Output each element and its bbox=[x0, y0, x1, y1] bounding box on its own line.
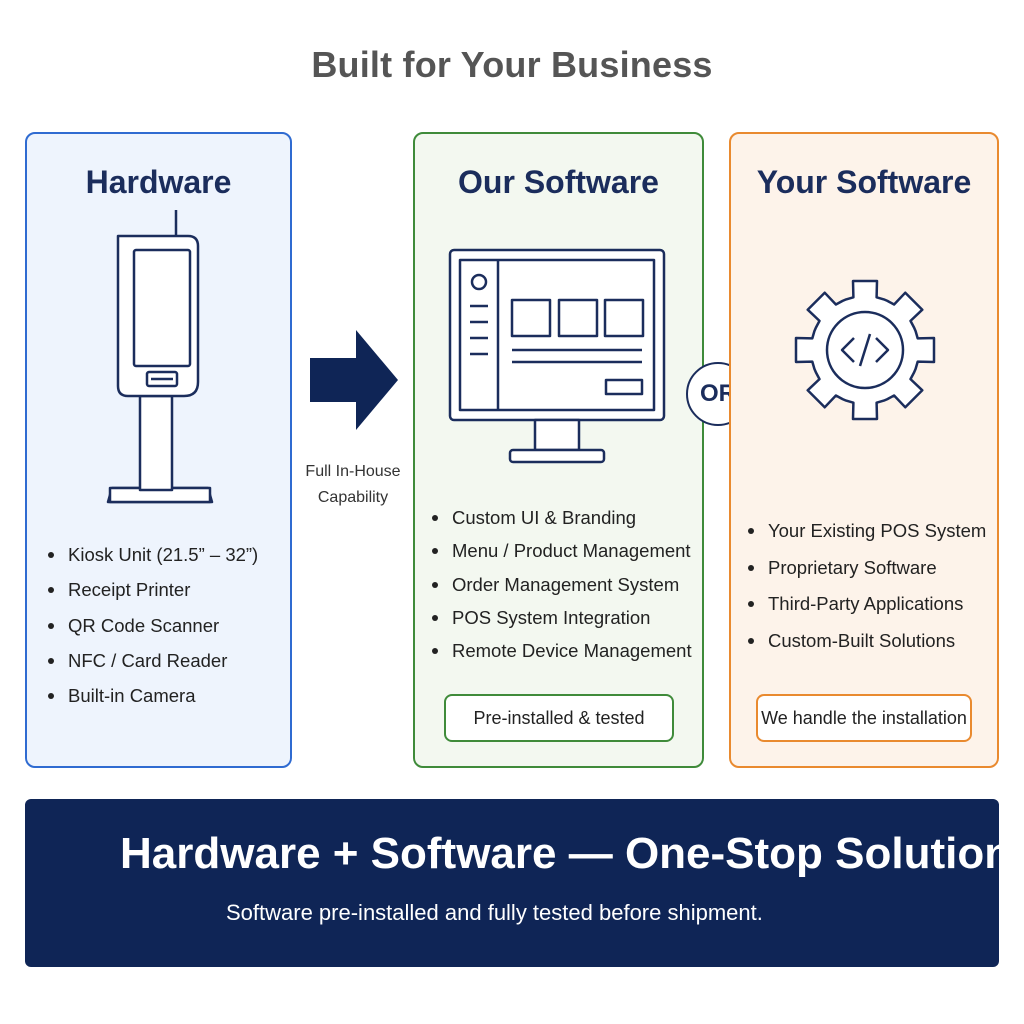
your-software-feature-list: Your Existing POS System Proprietary Sof… bbox=[746, 520, 986, 667]
banner-title: Hardware + Software — One-Stop Solution bbox=[120, 829, 1012, 878]
list-item: Kiosk Unit (21.5” – 32”) bbox=[46, 544, 258, 579]
bullet-icon bbox=[432, 548, 438, 555]
bullet-icon bbox=[432, 648, 438, 655]
list-item: POS System Integration bbox=[430, 607, 692, 640]
bullet-icon bbox=[48, 622, 54, 629]
list-item-label: Menu / Product Management bbox=[452, 540, 691, 562]
list-item: Custom UI & Branding bbox=[430, 507, 692, 540]
banner-subtitle: Software pre-installed and fully tested … bbox=[226, 900, 763, 925]
arrow-caption-line-1: Full In-House bbox=[305, 463, 401, 480]
bullet-icon bbox=[48, 587, 54, 594]
list-item: Order Management System bbox=[430, 574, 692, 607]
your-software-title: Your Software bbox=[756, 164, 972, 200]
list-item: NFC / Card Reader bbox=[46, 650, 258, 685]
bullet-icon bbox=[748, 528, 754, 534]
bullet-icon bbox=[748, 564, 754, 571]
arrow-caption: Full In-House Capability bbox=[292, 459, 414, 511]
pre-installed-badge: Pre-installed & tested bbox=[444, 694, 674, 742]
hardware-feature-list: Kiosk Unit (21.5” – 32”) Receipt Printer… bbox=[46, 544, 258, 720]
list-item-label: POS System Integration bbox=[452, 606, 651, 628]
monitor-icon bbox=[448, 248, 666, 464]
list-item: Remote Device Management bbox=[430, 640, 692, 673]
our-software-title: Our Software bbox=[458, 164, 659, 200]
hardware-title: Hardware bbox=[85, 164, 232, 200]
list-item: Custom-Built Solutions bbox=[746, 630, 986, 667]
list-item-label: Your Existing POS System bbox=[768, 520, 987, 541]
bullet-icon bbox=[748, 638, 754, 645]
list-item-label: Third-Party Applications bbox=[768, 593, 964, 615]
solution-banner: Hardware + Software — One-Stop Solution … bbox=[25, 799, 1011, 967]
your-software-card: Your Software bbox=[729, 132, 999, 768]
list-item: Receipt Printer bbox=[46, 579, 258, 614]
list-item: Proprietary Software bbox=[746, 557, 986, 594]
list-item: QR Code Scanner bbox=[46, 615, 258, 650]
bullet-icon bbox=[432, 614, 438, 621]
bullet-icon bbox=[48, 693, 54, 700]
page-title: Built for Your Business bbox=[311, 44, 713, 85]
gear-code-icon bbox=[794, 279, 936, 421]
list-item: Your Existing POS System bbox=[746, 520, 986, 557]
list-item-label: Kiosk Unit (21.5” – 32”) bbox=[68, 544, 259, 565]
list-item-label: Receipt Printer bbox=[68, 579, 191, 601]
list-item: Third-Party Applications bbox=[746, 593, 986, 630]
list-item-label: QR Code Scanner bbox=[68, 614, 220, 636]
bullet-icon bbox=[48, 552, 54, 558]
list-item: Menu / Product Management bbox=[430, 540, 692, 573]
list-item-label: Proprietary Software bbox=[768, 556, 937, 578]
list-item-label: Order Management System bbox=[452, 573, 680, 595]
list-item: Built-in Camera bbox=[46, 685, 258, 720]
installation-badge: We handle the installation bbox=[756, 694, 972, 742]
our-software-feature-list: Custom UI & Branding Menu / Product Mana… bbox=[430, 507, 692, 673]
arrow-caption-line-2: Capability bbox=[317, 489, 389, 506]
list-item-label: Remote Device Management bbox=[452, 640, 692, 662]
bullet-icon bbox=[432, 581, 438, 588]
bullet-icon bbox=[748, 601, 754, 608]
bullet-icon bbox=[48, 657, 54, 664]
list-item-label: NFC / Card Reader bbox=[68, 649, 228, 671]
bullet-icon bbox=[432, 515, 438, 521]
list-item-label: Custom UI & Branding bbox=[452, 507, 637, 528]
list-item-label: Custom-Built Solutions bbox=[768, 630, 956, 652]
right-arrow-icon bbox=[310, 330, 398, 430]
kiosk-icon bbox=[106, 210, 214, 504]
list-item-label: Built-in Camera bbox=[68, 685, 196, 707]
